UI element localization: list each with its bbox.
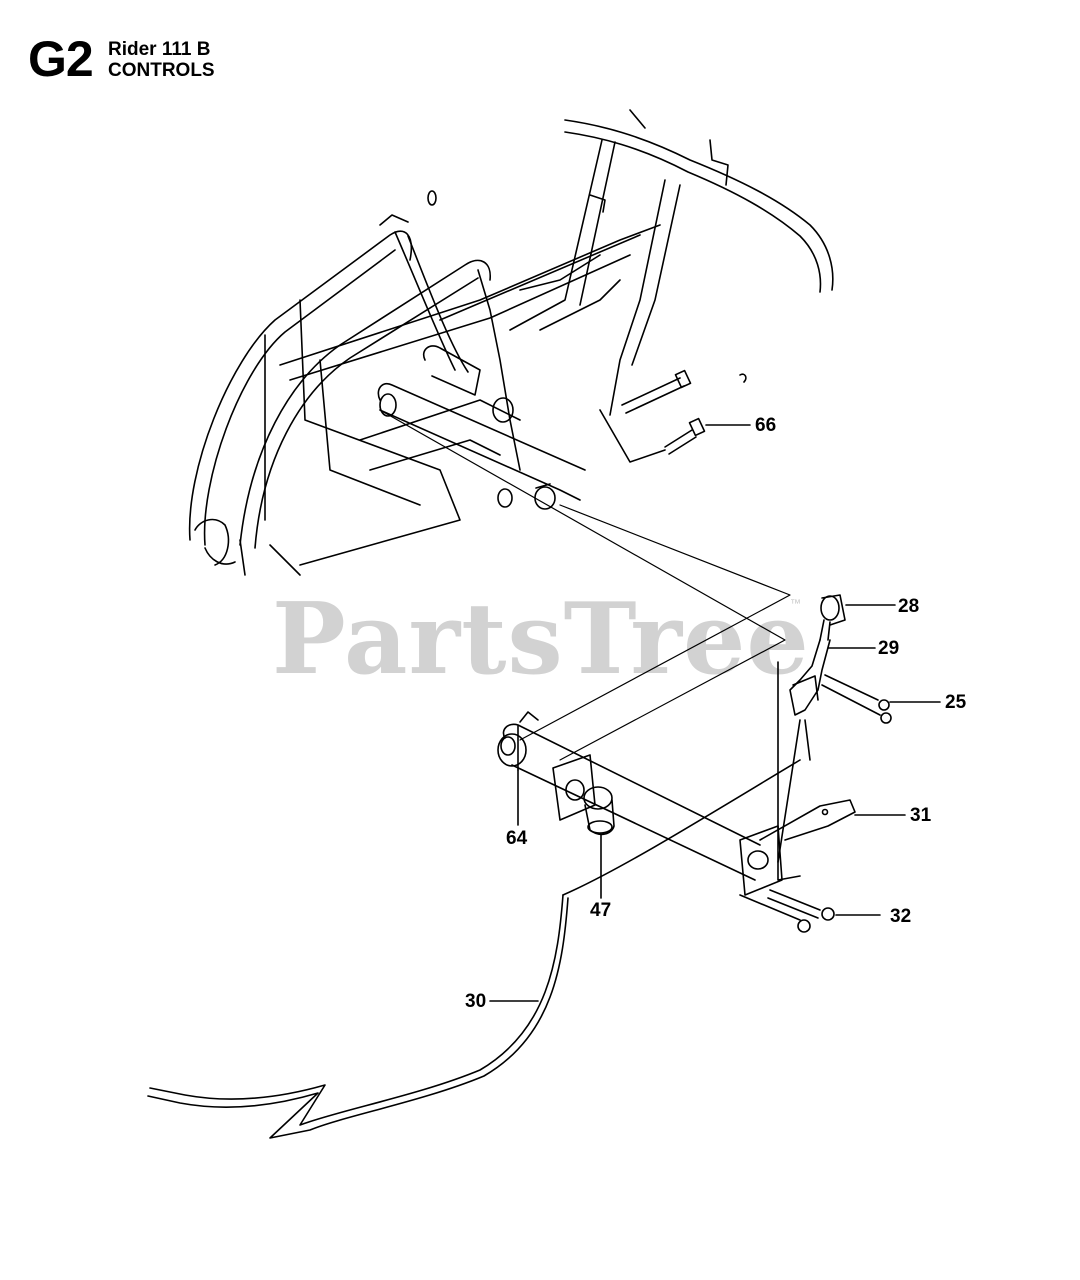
watermark: PartsTree: [272, 582, 810, 697]
callout-28: 28: [898, 596, 920, 617]
diagram-code: G2: [28, 31, 94, 87]
watermark-trademark: ™: [790, 598, 801, 610]
callout-47: 47: [590, 900, 612, 921]
mount-bracket: [739, 799, 906, 933]
callout-66: 66: [755, 415, 777, 436]
callout-32: 32: [890, 906, 912, 927]
model-name: Rider 111 B: [108, 39, 211, 60]
chassis-frame: [188, 109, 834, 576]
frame-shaft-assembly: [377, 345, 751, 510]
callout-31: 31: [910, 805, 932, 826]
callout-25: 25: [945, 692, 967, 713]
callout-64: 64: [506, 828, 528, 849]
throttle-cable: [147, 759, 801, 1139]
section-title: CONTROLS: [108, 60, 215, 81]
control-lever: [777, 594, 941, 881]
callout-29: 29: [878, 638, 900, 659]
control-shaft: [497, 711, 761, 899]
callout-30: 30: [465, 991, 487, 1012]
explosion-guide-lines: [379, 409, 791, 761]
